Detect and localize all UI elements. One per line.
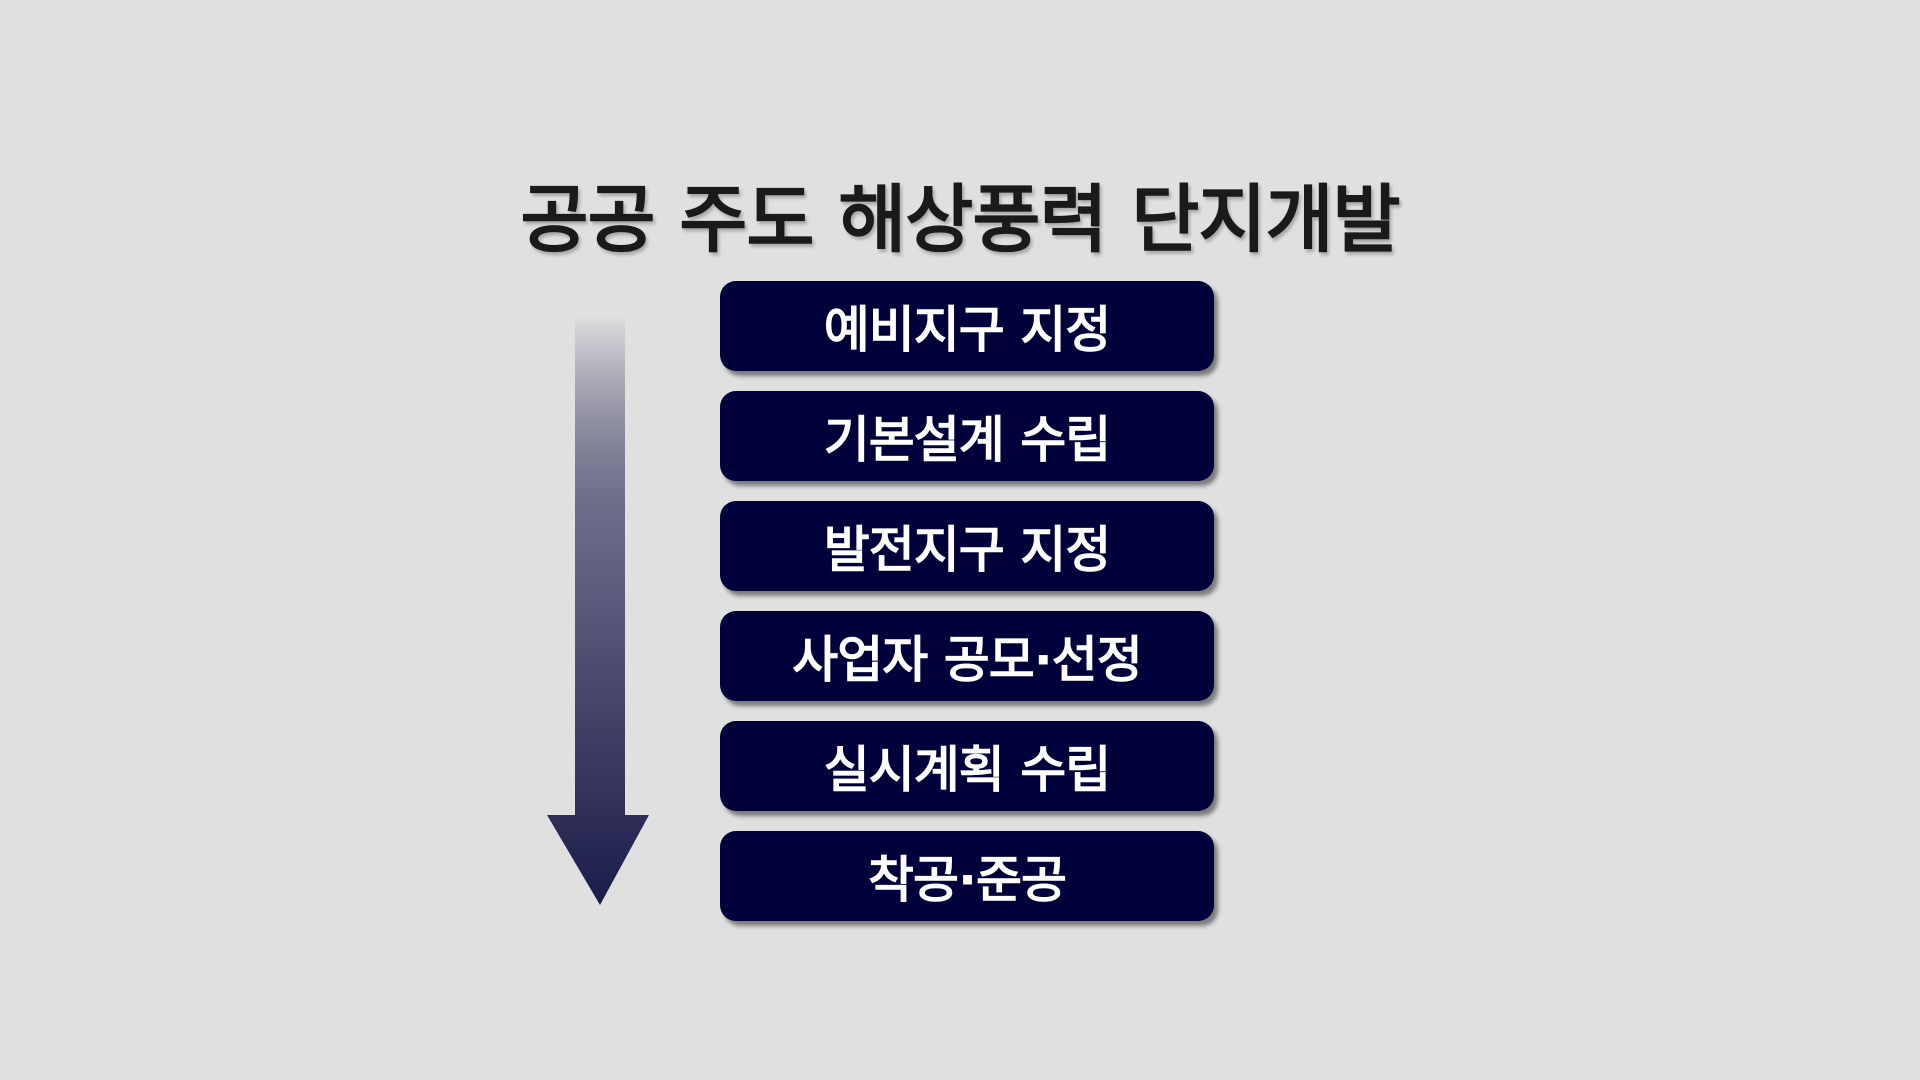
step-1-box: 예비지구 지정: [720, 281, 1214, 371]
step-label: 기본설계 수립: [823, 411, 1111, 469]
step-label: 예비지구 지정: [823, 301, 1111, 359]
step-label: 발전지구 지정: [823, 521, 1111, 579]
page-title: 공공 주도 해상풍력 단지개발: [520, 177, 1400, 263]
step-2-box: 기본설계 수립: [720, 391, 1214, 481]
step-5-box: 실시계획 수립: [720, 721, 1214, 811]
step-4-box: 사업자 공모·선정: [720, 611, 1214, 701]
down-arrow-icon: [547, 315, 649, 905]
step-label: 사업자 공모·선정: [792, 631, 1142, 689]
step-label: 실시계획 수립: [823, 741, 1111, 799]
step-6-box: 착공·준공: [720, 831, 1214, 921]
step-3-box: 발전지구 지정: [720, 501, 1214, 591]
step-label: 착공·준공: [868, 851, 1067, 909]
